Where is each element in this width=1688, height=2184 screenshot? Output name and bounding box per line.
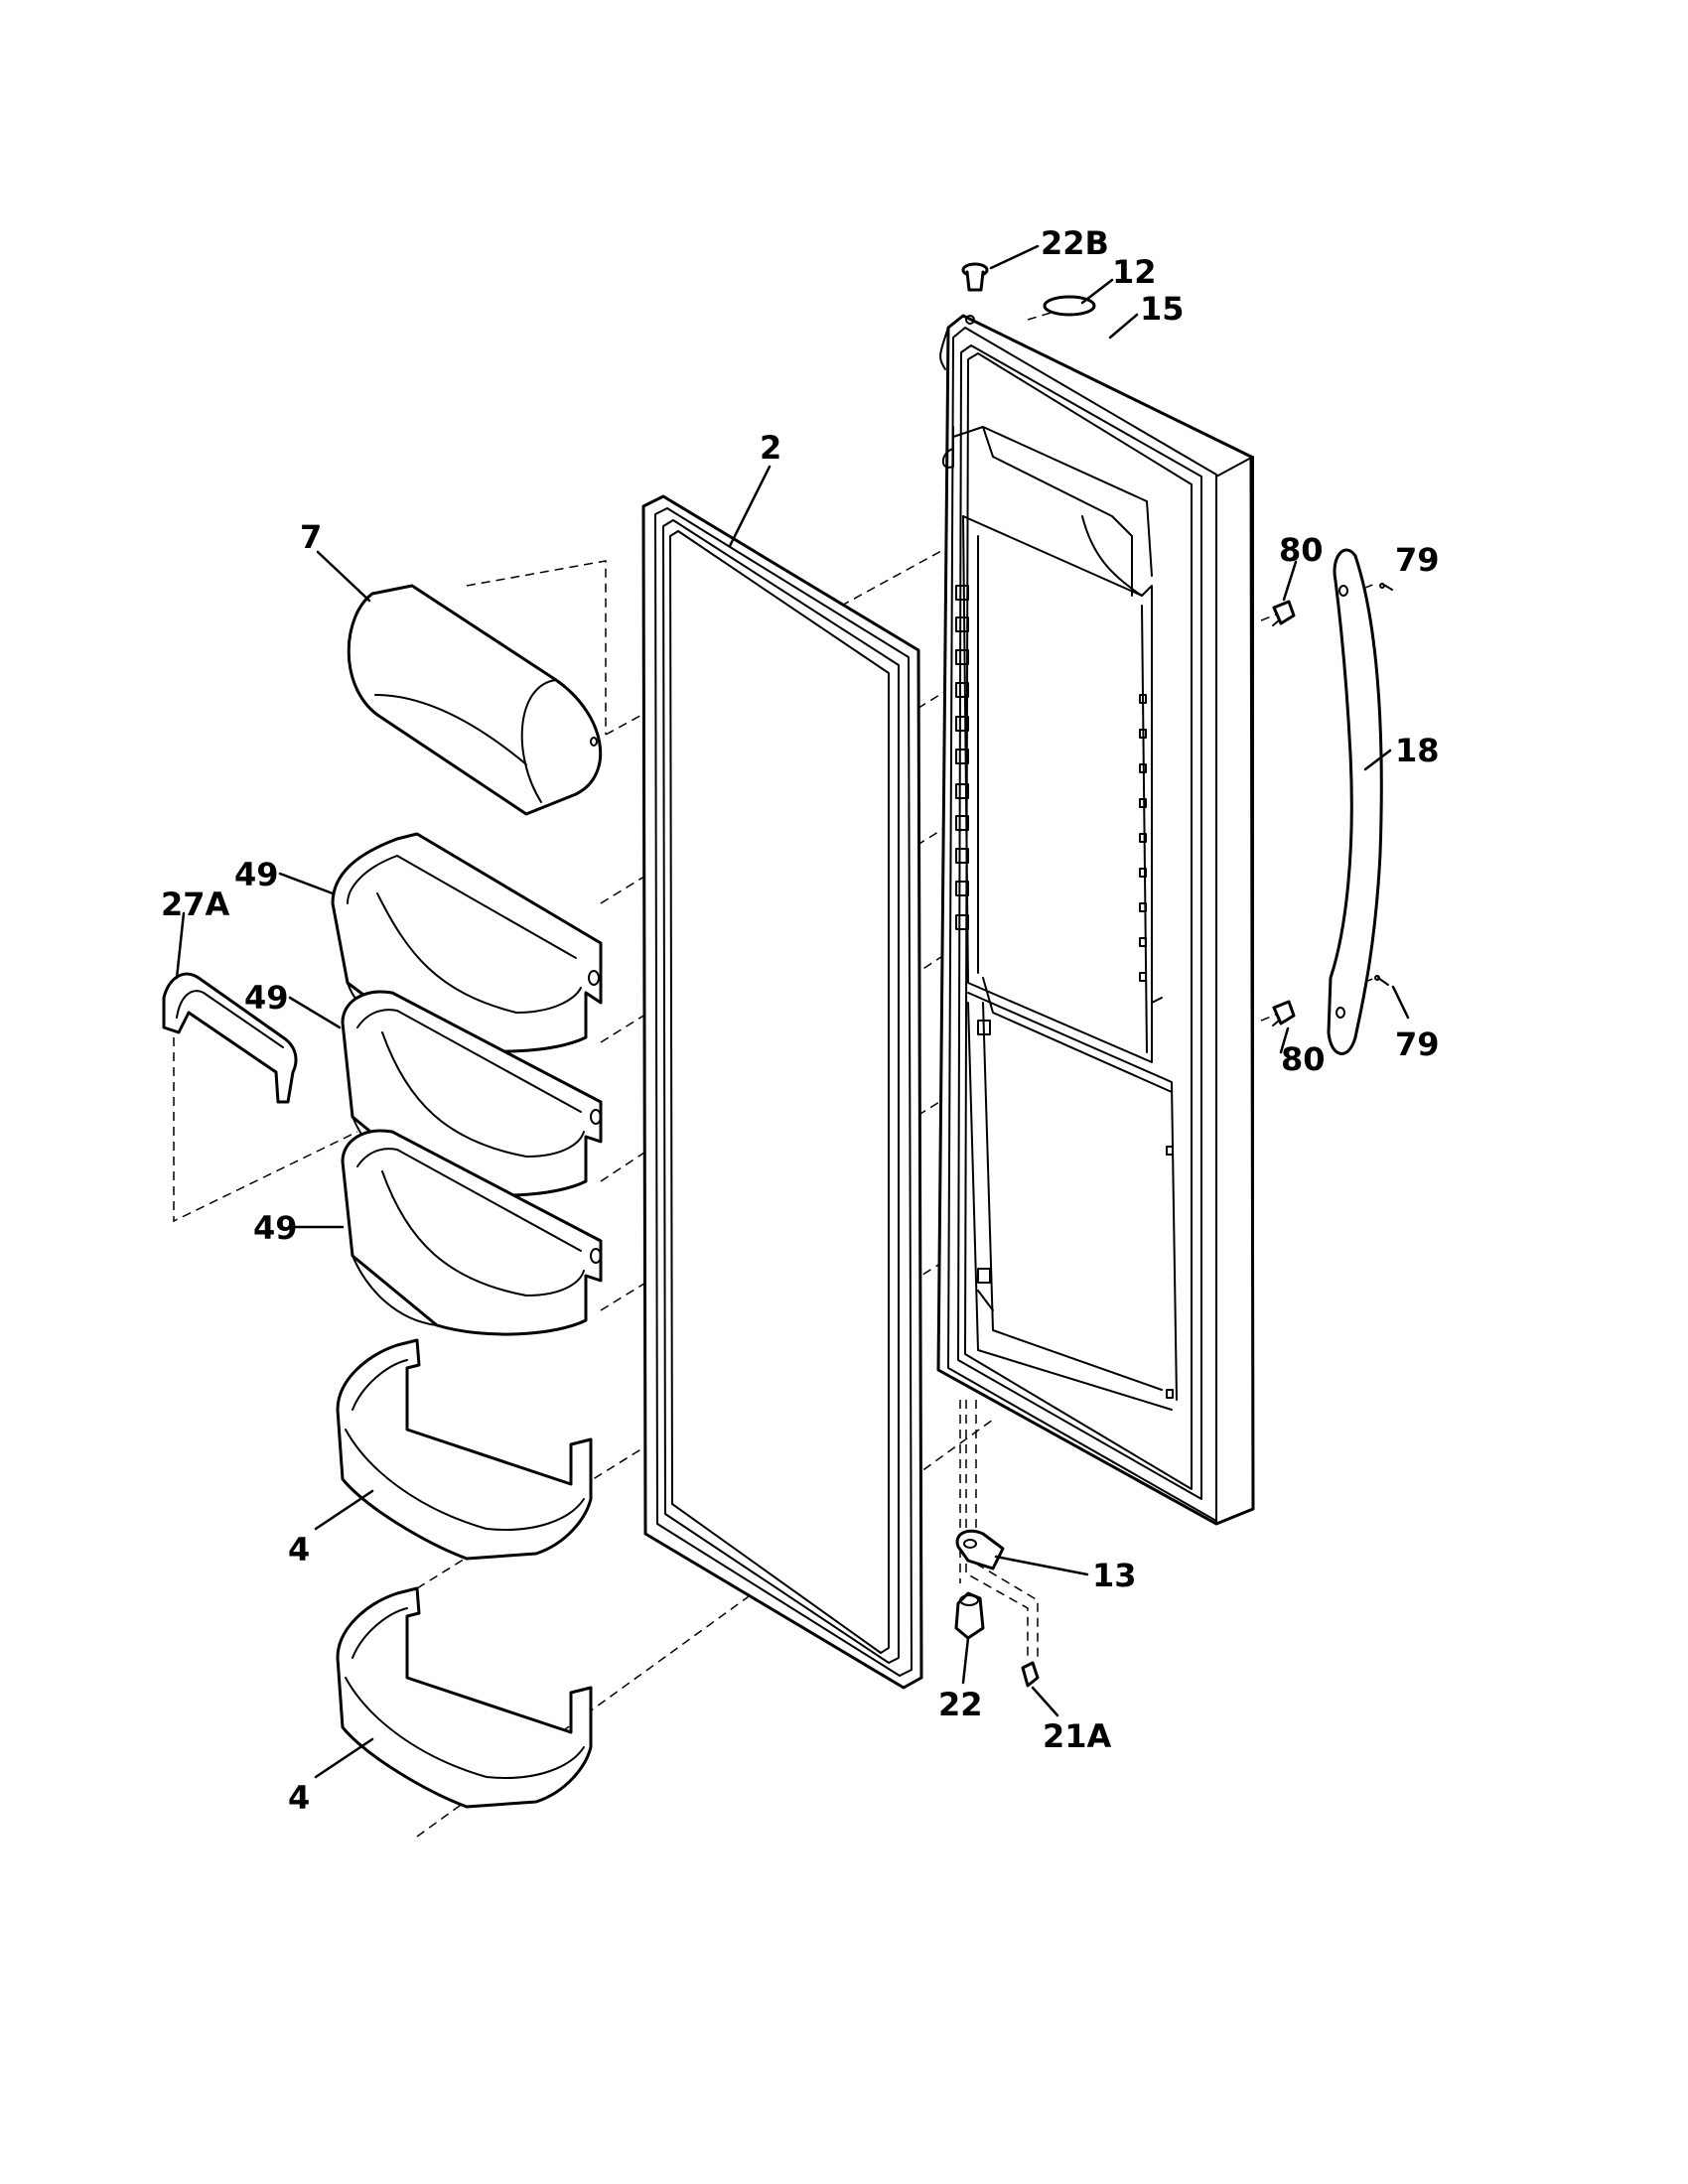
callout-4-b: 4 (288, 1779, 310, 1817)
callout-22b: 22B (1041, 224, 1109, 262)
handle-stud-80-bottom (1272, 1000, 1296, 1026)
callout-79-bottom: 79 (1395, 1025, 1440, 1063)
callout-7: 7 (300, 518, 322, 556)
door-bin-49-bottom (341, 1129, 603, 1336)
door-handle-18 (1327, 548, 1383, 1055)
callout-80-bottom: 80 (1281, 1040, 1326, 1078)
callout-49-a: 49 (234, 856, 279, 893)
washer-12 (1043, 295, 1096, 317)
leader-lines (175, 244, 1410, 1779)
door-shelf-4-top (336, 1338, 593, 1561)
callout-27a: 27A (161, 886, 230, 923)
callout-12: 12 (1112, 253, 1157, 291)
callout-labels: 22B 12 15 2 7 80 79 18 49 27A 49 80 79 4… (161, 224, 1440, 1817)
callout-2: 2 (760, 429, 781, 467)
callout-21a: 21A (1043, 1717, 1112, 1755)
screw-79-top (1379, 583, 1393, 591)
screw-79-bottom (1374, 975, 1389, 986)
door-assembly (936, 314, 1255, 1526)
handle-stud-80-top (1272, 600, 1296, 626)
callout-79-top: 79 (1395, 541, 1440, 579)
callout-80-top: 80 (1279, 531, 1324, 569)
hinge-plate-13 (955, 1529, 1005, 1570)
hinge-cap-22b (961, 262, 989, 292)
screw-21a (1021, 1661, 1040, 1688)
callout-15: 15 (1140, 290, 1185, 328)
callout-49-c: 49 (253, 1209, 298, 1247)
hinge-bushing-22 (954, 1591, 985, 1640)
callout-4-a: 4 (288, 1531, 310, 1569)
callout-49-b: 49 (244, 979, 289, 1017)
door-gasket (641, 494, 923, 1690)
shelf-pegs (955, 585, 1174, 1399)
callout-18: 18 (1395, 732, 1440, 769)
callout-22: 22 (938, 1686, 983, 1723)
door-shelf-4-bottom (336, 1586, 593, 1809)
callout-13: 13 (1092, 1557, 1137, 1594)
dairy-compartment (347, 584, 603, 816)
